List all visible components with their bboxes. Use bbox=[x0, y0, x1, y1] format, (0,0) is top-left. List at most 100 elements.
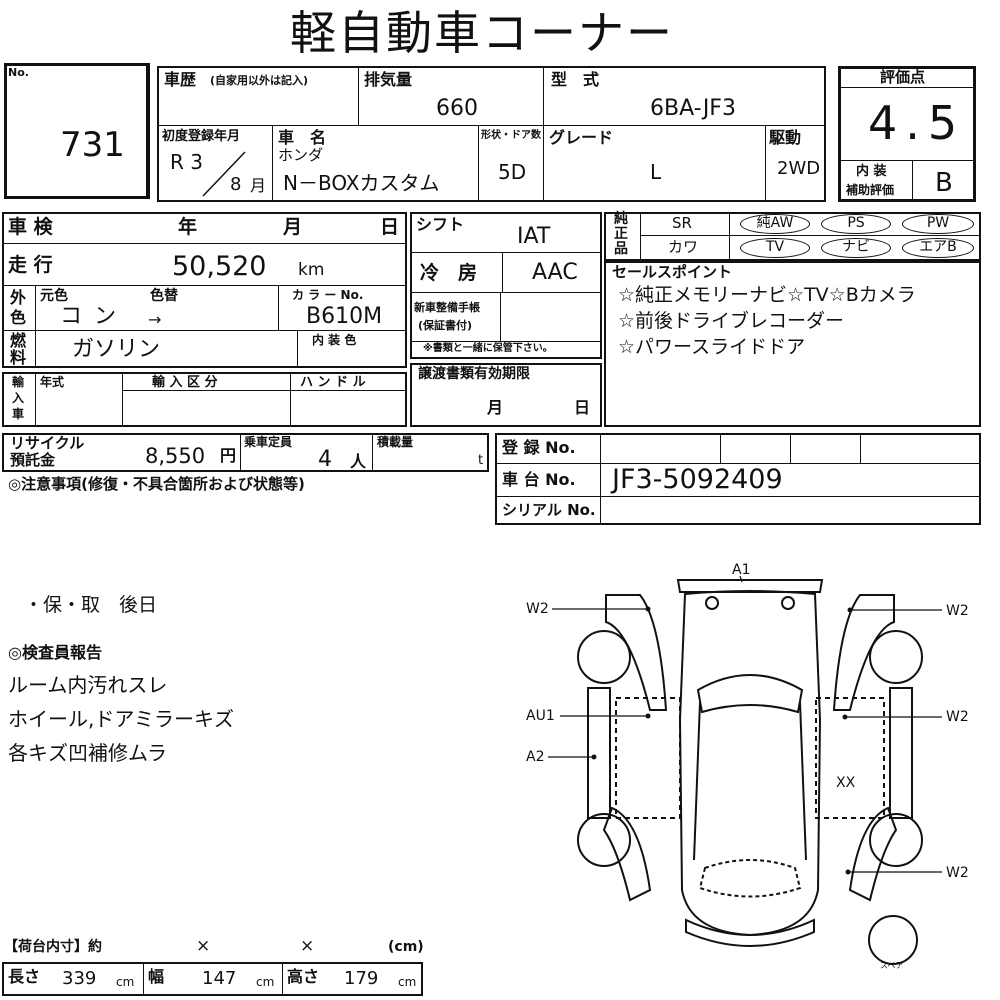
option-sr: SR bbox=[672, 214, 692, 232]
car-damage-diagram bbox=[548, 575, 942, 965]
cargo-length-unit: cm bbox=[116, 975, 135, 989]
import-side-1: 輸 bbox=[12, 375, 25, 389]
left-info-block bbox=[2, 212, 407, 368]
first-reg-month: 8 bbox=[230, 174, 242, 195]
cargo-height-value: 179 bbox=[344, 968, 379, 989]
recycle-value: 8,550 bbox=[145, 444, 206, 468]
import-year-label: 年式 bbox=[40, 375, 65, 389]
recycle-unit: 円 bbox=[220, 446, 237, 465]
options-label-3: 品 bbox=[614, 241, 628, 257]
cargo-label: 【荷台内寸】約 bbox=[4, 939, 102, 955]
recycle-block bbox=[2, 433, 489, 472]
first-reg-era: R 3 bbox=[170, 150, 203, 174]
grade-label: グレード bbox=[549, 128, 614, 147]
interior-label-1: 内 装 bbox=[856, 164, 887, 179]
page-title: 軽自動車コーナー bbox=[290, 6, 674, 60]
vehicle-info-grid bbox=[157, 66, 826, 202]
lot-label: No. bbox=[8, 66, 29, 79]
score-value: 4.5 bbox=[868, 96, 966, 150]
shift-label: シフト bbox=[416, 215, 465, 234]
capacity-label: 乗車定員 bbox=[244, 435, 293, 449]
mark-xx: XX bbox=[836, 775, 856, 791]
mark-w2-right-top: W2 bbox=[946, 603, 969, 619]
doors-label: 形状・ドア数 bbox=[481, 130, 541, 141]
first-reg-label: 初度登録年月 bbox=[162, 129, 241, 144]
fuel-side-1: 燃 bbox=[10, 331, 27, 350]
import-class-label: 輸 入 区 分 bbox=[152, 375, 218, 390]
option-leather: カワ bbox=[668, 238, 699, 256]
warranty-label-1: 新車整備手帳 bbox=[414, 301, 480, 314]
recycle-label-1: リサイクル bbox=[10, 434, 85, 452]
registration-block bbox=[495, 433, 981, 525]
option-airbag: エアB bbox=[902, 238, 974, 258]
cargo-width-label: 幅 bbox=[148, 967, 165, 986]
drive-label: 駆動 bbox=[769, 128, 802, 147]
fuel-side-2: 料 bbox=[10, 348, 27, 367]
mark-w2-right-bot: W2 bbox=[946, 865, 969, 881]
options-label-1: 純 bbox=[614, 211, 628, 227]
inspector-line-1: ルーム内汚れスレ bbox=[8, 673, 168, 697]
cargo-x-2: × bbox=[300, 936, 315, 956]
cargo-height-unit: cm bbox=[398, 975, 417, 989]
option-pw: PW bbox=[902, 214, 974, 234]
ac-value: AAC bbox=[532, 260, 578, 285]
mark-a2: A2 bbox=[526, 749, 545, 765]
history-note: (自家用以外は記入) bbox=[210, 74, 309, 87]
inspection-year: 年 bbox=[178, 216, 198, 238]
inspector-line-2: ホイール,ドアミラーキズ bbox=[8, 707, 234, 731]
color-code-value: B610M bbox=[306, 304, 383, 329]
transfer-month: 月 bbox=[487, 398, 504, 417]
sales-points-label: セールスポイント bbox=[612, 263, 733, 281]
sales-points-box bbox=[604, 261, 981, 427]
score-box bbox=[838, 66, 976, 202]
lot-number: 731 bbox=[60, 125, 125, 165]
cargo-length-label: 長さ bbox=[8, 967, 41, 986]
first-reg-month-unit: 月 bbox=[250, 176, 267, 195]
transfer-day: 日 bbox=[574, 398, 591, 417]
car-name-value: N－BOXカスタム bbox=[283, 171, 440, 195]
sales-point-3: ☆パワースライドドア bbox=[618, 336, 806, 358]
import-side-2: 入 bbox=[12, 391, 25, 405]
displacement-label: 排気量 bbox=[364, 70, 413, 89]
serial-label: シリアル No. bbox=[502, 501, 596, 519]
color-side-2: 色 bbox=[10, 308, 27, 327]
spare-label: スペア bbox=[880, 961, 904, 970]
registration-label: 登 録 No. bbox=[502, 438, 576, 457]
cargo-grid bbox=[2, 962, 423, 996]
sales-point-2: ☆前後ドライブレコーダー bbox=[618, 310, 845, 332]
import-handle-label: ハ ン ド ル bbox=[300, 375, 366, 390]
option-alloy-wheel: 純AW bbox=[740, 214, 810, 234]
option-navi: ナビ bbox=[821, 238, 891, 258]
inspection-label: 車 検 bbox=[8, 216, 53, 238]
interior-label-2: 補助評価 bbox=[846, 183, 895, 197]
load-label: 積載量 bbox=[377, 435, 414, 449]
mileage-unit: km bbox=[298, 260, 325, 280]
warranty-label-2: (保証書付) bbox=[418, 319, 473, 332]
caution-label: ◎注意事項(修復・不具合箇所および状態等) bbox=[8, 475, 305, 493]
orig-color-value: コン bbox=[60, 304, 129, 329]
import-block bbox=[2, 372, 407, 427]
inspection-month: 月 bbox=[283, 216, 303, 238]
grade-value: L bbox=[650, 160, 662, 184]
warranty-note: ※書類と一緒に保管下さい。 bbox=[423, 343, 553, 354]
score-label: 評価点 bbox=[880, 68, 926, 86]
inspection-day: 日 bbox=[380, 216, 400, 238]
color-arrow: → bbox=[148, 310, 162, 329]
cargo-width-unit: cm bbox=[256, 975, 275, 989]
inspector-line-3: 各キズ凹補修ムラ bbox=[8, 741, 167, 765]
mileage-value: 50,520 bbox=[172, 251, 267, 282]
orig-color-label: 元色 bbox=[40, 288, 68, 304]
load-unit: t bbox=[478, 453, 484, 468]
cargo-unit-label: (cm) bbox=[388, 939, 424, 955]
note-line: ・保・取 後日 bbox=[24, 594, 158, 616]
interior-color-label: 内 装 色 bbox=[312, 333, 357, 347]
fuel-value: ガソリン bbox=[72, 337, 161, 362]
inspector-label: ◎検査員報告 bbox=[8, 643, 102, 662]
mark-w2-left: W2 bbox=[526, 601, 549, 617]
options-grid bbox=[604, 212, 981, 261]
chassis-label: 車 台 No. bbox=[502, 470, 576, 489]
cargo-height-label: 高さ bbox=[287, 967, 320, 986]
mid-info-block bbox=[410, 212, 602, 359]
option-tv: TV bbox=[740, 238, 810, 258]
color-side-1: 外 bbox=[10, 288, 27, 307]
